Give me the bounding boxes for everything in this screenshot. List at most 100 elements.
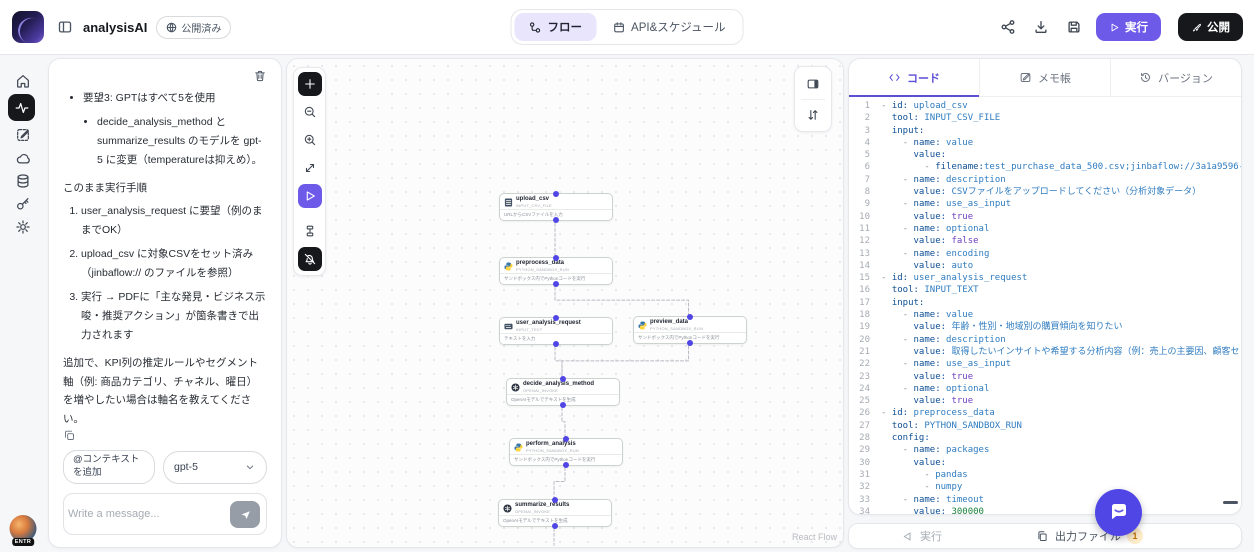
tab-memo[interactable]: メモ帳	[979, 59, 1110, 96]
node-handle-top[interactable]	[553, 191, 559, 197]
left-rail-items	[8, 69, 38, 238]
code-line: 4 - name: value	[864, 137, 974, 148]
output-file-icon	[1038, 530, 1047, 541]
code-line: 16 tool: INPUT_TEXT	[859, 285, 979, 296]
chevron-down-icon	[246, 465, 254, 470]
node-title: preprocess_data	[516, 260, 565, 266]
toggle-right-panel-button[interactable]	[801, 72, 825, 96]
node-tool: PYTHON_SANDBOX_RUN	[526, 448, 579, 453]
trash-icon[interactable]	[253, 69, 267, 83]
publish-button[interactable]: 公開	[1178, 13, 1243, 41]
add-context-button[interactable]: @コンテキストを追加	[63, 450, 155, 484]
copy-icon[interactable]	[63, 429, 267, 442]
code-line: 12 value: false	[859, 236, 979, 247]
rail-item-cloud[interactable]	[8, 146, 38, 169]
cloud-icon	[15, 150, 31, 166]
save-icon[interactable]	[1066, 19, 1082, 35]
panel-toggle-icon[interactable]	[57, 19, 73, 35]
app-title: analysisAI	[83, 19, 148, 35]
rail-item-editor[interactable]	[8, 123, 38, 146]
footer-run-button[interactable]: 実行	[901, 528, 942, 544]
scrollbar-thumb[interactable]	[1223, 501, 1238, 504]
chat-widget-button[interactable]	[1095, 489, 1142, 536]
run-flow-button[interactable]	[297, 184, 322, 208]
rail-item-home[interactable]	[8, 69, 38, 92]
node-handle-bottom[interactable]	[553, 216, 559, 223]
code-icon	[889, 74, 900, 81]
zoom-out-button[interactable]	[298, 100, 322, 124]
rail-item-keys[interactable]	[8, 192, 38, 215]
node-description: OpenAIモデルでテキストを生成	[499, 515, 611, 526]
model-select[interactable]: gpt-5	[163, 450, 267, 484]
rail-item-flows[interactable]	[8, 94, 35, 121]
node-description: テキストを入力	[500, 333, 612, 344]
code-line: 25 value: true	[859, 396, 974, 407]
assistant-panel: 要望3: GPTはすべて5を使用decide_analysis_method と…	[48, 58, 282, 548]
fit-view-button[interactable]	[298, 156, 322, 180]
csv-file-icon	[504, 197, 513, 207]
send-button[interactable]	[230, 500, 260, 528]
message-list-item: 実行 → PDFに「主な発見・ビジネス示唆・推奨アクション」が箇条書きで出力され…	[81, 288, 267, 345]
code-footer-bar: 実行 出力ファイル 1	[848, 523, 1242, 549]
notifications-off-button[interactable]	[297, 247, 322, 271]
tab-flow[interactable]: フロー	[514, 13, 597, 41]
rocket-icon	[1192, 23, 1201, 31]
python-icon	[504, 261, 513, 271]
add-node-button[interactable]	[297, 72, 322, 96]
tab-code[interactable]: コード	[849, 59, 979, 97]
reactflow-attribution[interactable]: React Flow	[791, 532, 837, 542]
tab-api-schedule[interactable]: API&スケジュール	[598, 13, 739, 41]
code-line: 24 - name: optional	[859, 383, 990, 394]
code-line: 10 value: true	[859, 211, 974, 222]
zoom-in-button[interactable]	[298, 128, 322, 152]
node-handle-top[interactable]	[560, 376, 566, 382]
node-title: perform_analysis	[526, 441, 576, 447]
node-handle-top[interactable]	[687, 314, 693, 320]
message-input[interactable]	[68, 508, 230, 520]
node-handle-bottom[interactable]	[687, 339, 693, 346]
code-line: 8 value: CSVファイルをアップロードしてください（分析対象データ）	[864, 187, 1202, 198]
run-button[interactable]: 実行	[1096, 13, 1161, 41]
assistant-message: 要望3: GPTはすべて5を使用decide_analysis_method と…	[63, 85, 267, 425]
share-icon[interactable]	[1000, 19, 1016, 35]
node-handle-top[interactable]	[563, 436, 569, 442]
node-handle-bottom[interactable]	[553, 280, 559, 287]
node-handle-top[interactable]	[552, 497, 558, 503]
avatar-badge: ENTR	[11, 538, 35, 546]
canvas-toolbar-secondary	[794, 66, 832, 132]
node-description: サンドボックス内でPythonコードを実行	[500, 273, 612, 284]
python-icon	[638, 320, 647, 330]
code-line: 13 - name: encoding	[859, 248, 990, 259]
auto-layout-button[interactable]	[298, 219, 322, 243]
sort-nodes-button[interactable]	[801, 99, 825, 126]
code-line: 31 - pandas	[859, 469, 968, 480]
node-handle-bottom[interactable]	[563, 461, 569, 468]
rail-item-data[interactable]	[8, 169, 38, 192]
node-handle-top[interactable]	[553, 255, 559, 261]
node-tool: PYTHON_SANDBOX_RUN	[650, 326, 703, 331]
node-handle-bottom[interactable]	[553, 340, 559, 347]
edit-box-icon	[15, 127, 31, 143]
tab-version[interactable]: バージョン	[1110, 59, 1241, 96]
flow-icon	[529, 21, 541, 33]
rail-item-settings[interactable]	[8, 215, 38, 238]
activity-icon	[14, 100, 30, 116]
avatar[interactable]: ENTR	[9, 515, 37, 546]
download-icon[interactable]	[1033, 19, 1049, 35]
canvas-toolbar	[293, 67, 326, 276]
node-handle-top[interactable]	[553, 315, 559, 321]
node-handle-bottom[interactable]	[552, 522, 558, 529]
app-logo[interactable]	[12, 11, 44, 43]
message-list-item: 要望3: GPTはすべて5を使用decide_analysis_method と…	[83, 89, 267, 170]
node-handle-bottom[interactable]	[560, 401, 566, 408]
